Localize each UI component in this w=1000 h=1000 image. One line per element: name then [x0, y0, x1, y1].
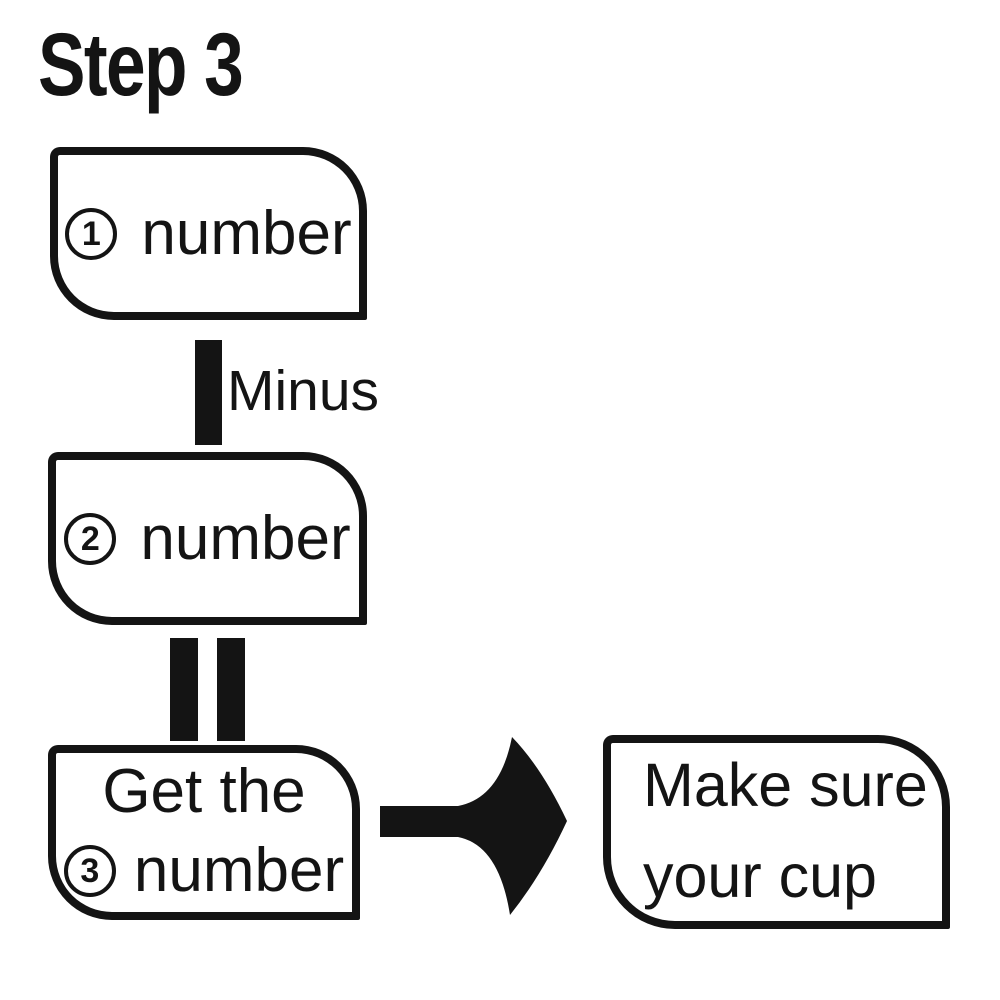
equals-connector-bar-left — [170, 638, 198, 741]
flow-box-first-number: 1 number — [50, 147, 367, 320]
right-arrow-icon — [380, 737, 567, 915]
circled-number-2-badge: 2 — [64, 512, 117, 565]
flow-box-result-number: Get the 3 number — [48, 745, 360, 920]
flow-box-second-number-label: number — [140, 503, 351, 573]
circled-number-3-badge: 3 — [63, 845, 116, 897]
minus-connector-label: Minus — [227, 359, 380, 423]
flow-box-first-number-label: number — [141, 198, 352, 268]
flow-box-result-line1: Get the — [102, 757, 306, 826]
flow-box-result-line2: 3 number — [63, 836, 345, 905]
circled-number-1-badge: 1 — [65, 207, 118, 260]
flow-box-make-sure-cup: Make sure your cup — [603, 735, 950, 929]
flow-box-result-number-label: number — [133, 836, 345, 905]
flow-box-note-line2: your cup — [643, 842, 877, 910]
equals-connector-bar-right — [217, 638, 245, 741]
minus-connector-bar — [195, 340, 222, 445]
flow-box-second-number: 2 number — [48, 452, 367, 625]
flow-box-note-line1: Make sure — [643, 751, 928, 819]
page-title: Step 3 — [38, 14, 244, 114]
